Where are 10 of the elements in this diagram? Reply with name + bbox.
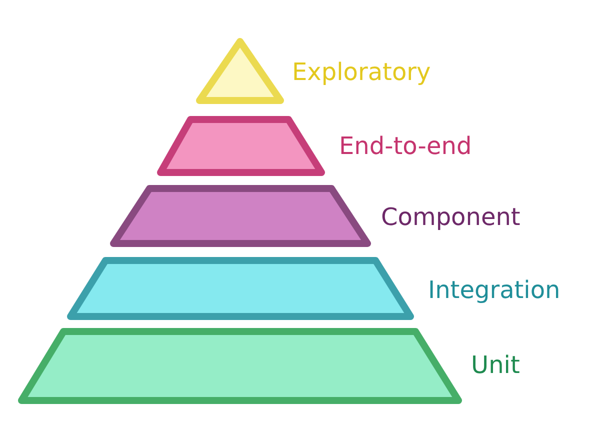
tier-label: Unit <box>471 351 520 379</box>
pyramid-tier <box>110 184 370 246</box>
tier-label: Integration <box>428 276 560 304</box>
pyramid-apex <box>196 38 284 104</box>
pyramid-tier <box>18 328 462 404</box>
pyramid-tier <box>66 256 414 320</box>
tier-label: End-to-end <box>339 132 472 160</box>
tier-label: Component <box>381 203 520 231</box>
tier-label: Exploratory <box>292 58 431 86</box>
pyramid-tier <box>156 116 324 176</box>
